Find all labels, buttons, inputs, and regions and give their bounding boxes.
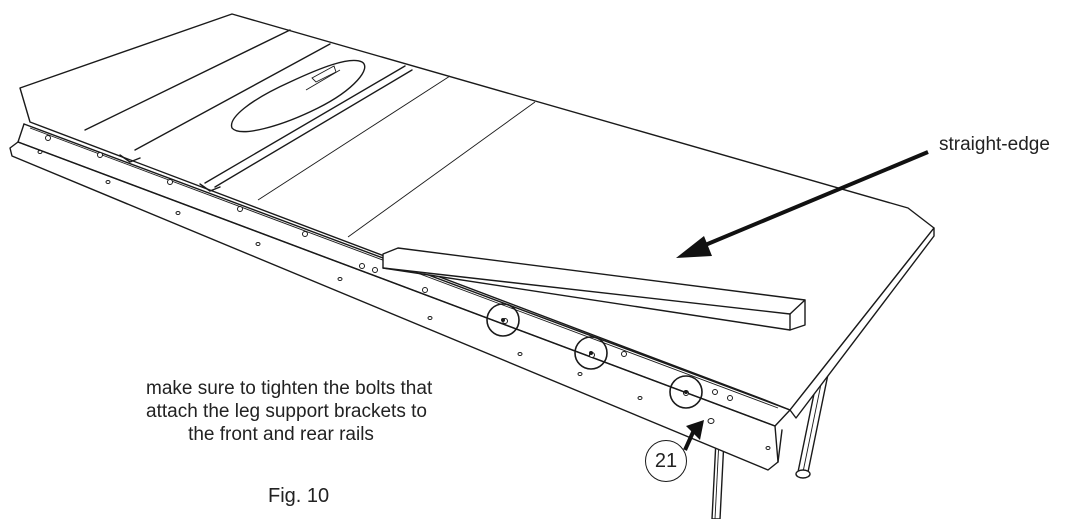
- bolt-callouts: [486, 303, 703, 409]
- note-line-3: the front and rear rails: [188, 424, 374, 445]
- straight-edge-arrow: [676, 150, 929, 258]
- straight-edge-label: straight-edge: [939, 134, 1050, 155]
- part-number-badge: 21: [645, 440, 687, 482]
- straight-edge-bar: [382, 247, 806, 331]
- part-21-arrow: [683, 420, 704, 451]
- tighten-bolts-note: make sure to tighten the bolts that atta…: [146, 377, 433, 446]
- note-line-1: make sure to tighten the bolts that: [146, 378, 433, 399]
- figure-caption: Fig. 10: [268, 485, 330, 507]
- note-line-2: attach the leg support brackets to: [146, 401, 427, 422]
